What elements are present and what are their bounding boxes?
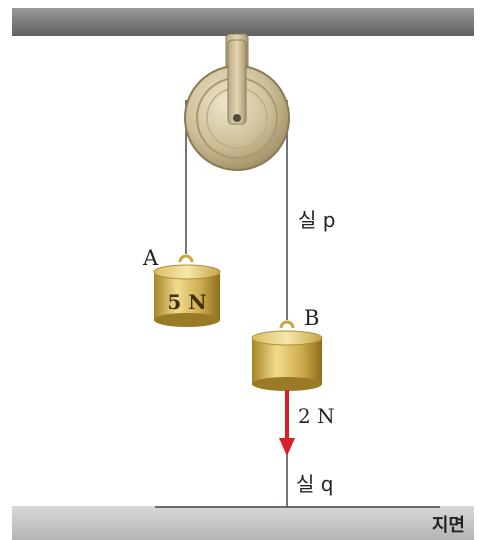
- ground-label: 지면: [432, 515, 465, 536]
- ceiling-bar: [12, 8, 474, 36]
- down-arrow-icon: [279, 390, 295, 456]
- block-a-weight: 5 N: [167, 290, 206, 314]
- string-p-label: 실 p: [298, 208, 335, 232]
- pulley-icon: [184, 39, 290, 171]
- string-q-label: 실 q: [296, 472, 333, 496]
- block-b: [251, 320, 323, 391]
- block-a: [153, 254, 221, 327]
- block-b-label: B: [304, 306, 319, 330]
- force-value-label: 2 N: [298, 404, 335, 428]
- ground-slab: [12, 506, 474, 540]
- block-a-label: A: [142, 246, 159, 270]
